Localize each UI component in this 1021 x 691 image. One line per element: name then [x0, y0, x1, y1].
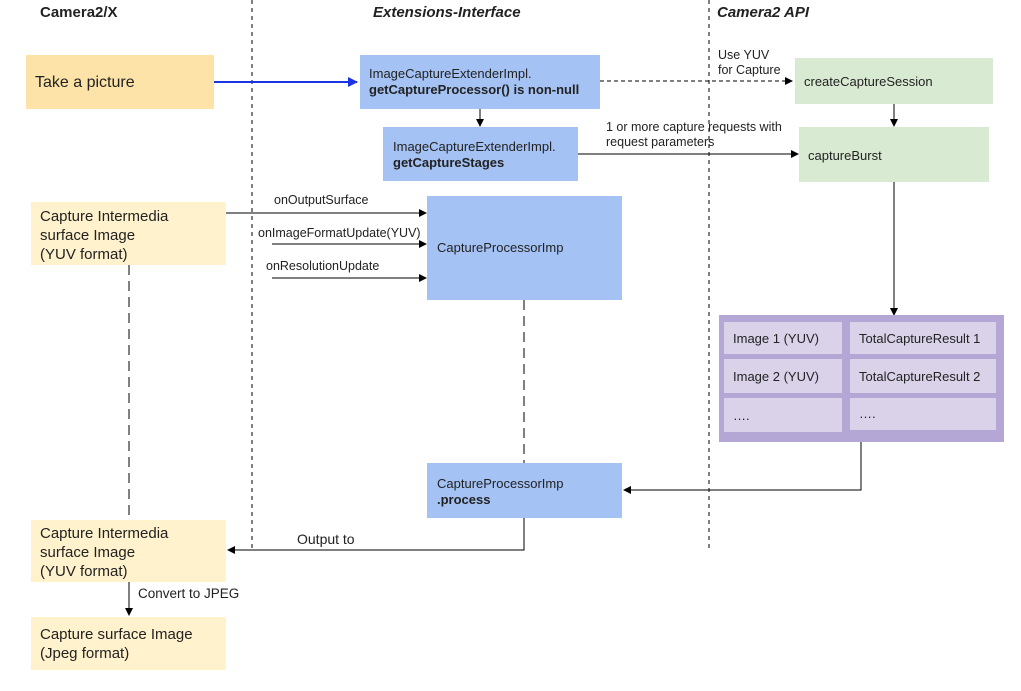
- extender-processor-line2: getCaptureProcessor() is non-null: [369, 82, 580, 97]
- use-yuv-line1: Use YUV: [718, 48, 770, 62]
- convert-to-jpeg-label: Convert to JPEG: [138, 586, 240, 601]
- extender-stages-line2: getCaptureStages: [393, 155, 505, 170]
- extender-stages-box: ImageCaptureExtenderImpl. getCaptureStag…: [383, 127, 578, 181]
- results-to-process-arrow: [623, 442, 862, 494]
- results-cell: TotalCaptureResult 1: [850, 322, 996, 354]
- jpeg-surface-line2: (Jpeg format): [40, 645, 130, 662]
- extender-processor-box: ImageCaptureExtenderImpl. getCaptureProc…: [360, 55, 600, 109]
- results-cell: ….: [724, 398, 842, 432]
- extender-stages-line1: ImageCaptureExtenderImpl.: [393, 139, 556, 154]
- take-picture-box: Take a picture: [26, 55, 214, 109]
- intermediate-image-box-top: Capture Intermedia surface Image (YUV fo…: [31, 202, 226, 265]
- on-output-surface-label: onOutputSurface: [274, 193, 369, 207]
- camera2-column-header: Camera2 API: [717, 4, 809, 21]
- results-cell: Image 2 (YUV): [724, 359, 842, 393]
- capture-process-line2: .process: [437, 492, 491, 507]
- requests-line1: 1 or more capture requests with: [606, 120, 782, 134]
- intermediate-top-line3: (YUV format): [40, 246, 128, 263]
- intermediate-bottom-line1: Capture Intermedia: [40, 525, 169, 542]
- results-cell: ….: [850, 398, 996, 430]
- requests-label: 1 or more capture requests with request …: [606, 120, 782, 150]
- extensions-column-header: Extensions-Interface: [373, 4, 521, 21]
- intermediate-bottom-line2: surface Image: [40, 544, 136, 561]
- extender-processor-line1: ImageCaptureExtenderImpl.: [369, 66, 532, 81]
- requests-line2: request parameters: [606, 135, 715, 149]
- results-cell: Image 1 (YUV): [724, 322, 842, 354]
- jpeg-surface-line1: Capture surface Image: [40, 626, 193, 643]
- output-to-label: Output to: [297, 531, 355, 547]
- capture-burst-box: captureBurst: [799, 127, 989, 182]
- camerax-column-header: Camera2/X: [40, 4, 118, 21]
- create-capture-session-box: createCaptureSession: [795, 58, 993, 104]
- on-resolution-update-label: onResolutionUpdate: [266, 259, 380, 273]
- intermediate-bottom-line3: (YUV format): [40, 563, 128, 580]
- capture-process-line1: CaptureProcessorImp: [437, 476, 564, 491]
- use-yuv-line2: for Capture: [718, 63, 781, 77]
- jpeg-surface-box: Capture surface Image (Jpeg format): [31, 617, 226, 670]
- intermediate-top-line2: surface Image: [40, 227, 136, 244]
- on-image-format-update-label: onImageFormatUpdate(YUV): [258, 226, 421, 240]
- output-to-arrow: [227, 518, 525, 554]
- results-cell: TotalCaptureResult 2: [850, 359, 996, 393]
- intermediate-top-line1: Capture Intermedia: [40, 208, 169, 225]
- capture-processor-box: CaptureProcessorImp: [427, 196, 622, 300]
- capture-results-grid: Image 1 (YUV) TotalCaptureResult 1 Image…: [719, 315, 1004, 442]
- use-yuv-label: Use YUV for Capture: [718, 48, 781, 78]
- capture-process-box: CaptureProcessorImp .process: [427, 463, 622, 518]
- intermediate-image-box-bottom: Capture Intermedia surface Image (YUV fo…: [31, 520, 226, 582]
